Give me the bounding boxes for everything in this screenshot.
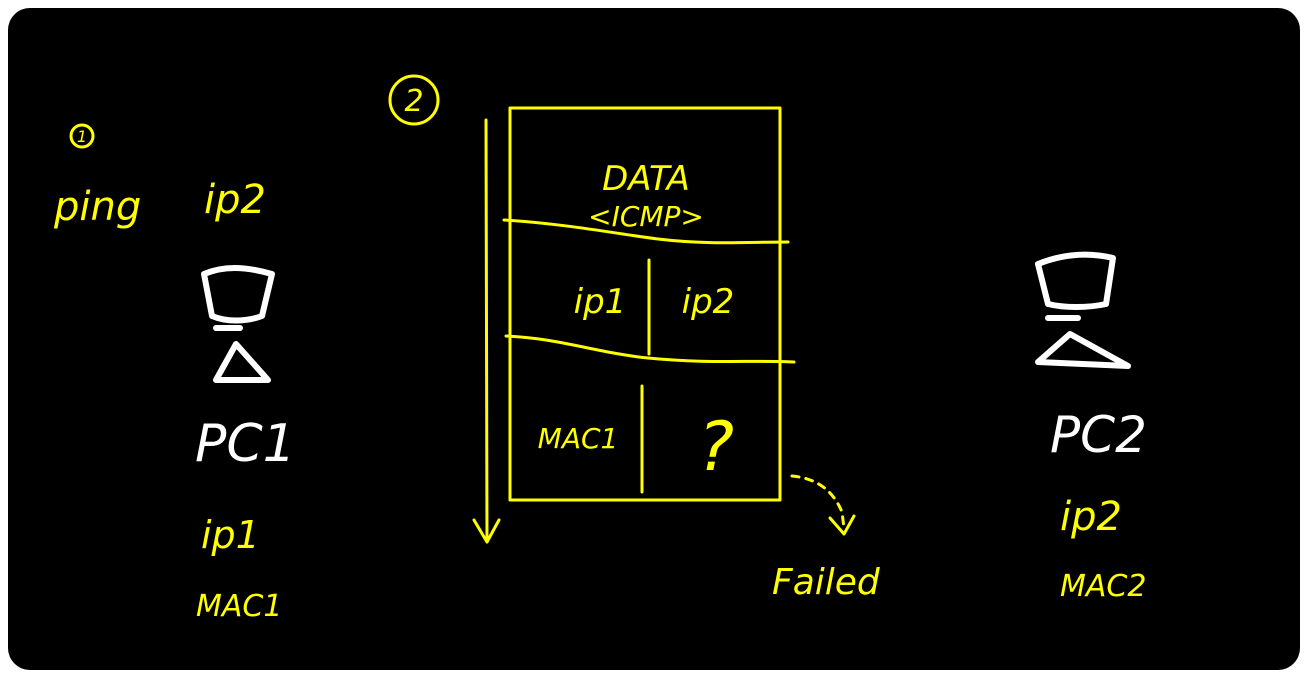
step-2-group: 2 xyxy=(388,74,440,126)
ping-command: ping xyxy=(53,184,141,230)
pc1-group: PC1 ip1 MAC1 xyxy=(195,265,296,624)
whiteboard-canvas: 1 ping ip2 PC1 ip1 MAC1 2 DATA <ICMP> ip… xyxy=(8,8,1300,670)
header-divider-2 xyxy=(504,334,796,364)
step-1-number: 1 xyxy=(77,127,87,146)
failed-label: Failed xyxy=(772,562,881,603)
src-mac-field: MAC1 xyxy=(538,422,619,455)
send-direction-arrow xyxy=(472,118,501,544)
step-1-circle xyxy=(69,123,95,149)
ping-target: ip2 xyxy=(204,177,266,223)
failed-arrow xyxy=(790,474,846,530)
pc2-mac: MAC2 xyxy=(1060,569,1146,604)
dst-mac-unknown: ? xyxy=(698,408,734,487)
pc1-label: PC1 xyxy=(195,414,296,474)
pc2-ip: ip2 xyxy=(1060,494,1122,540)
packet-box xyxy=(508,106,782,502)
step-2-number: 2 xyxy=(404,84,423,119)
pc1-mac: MAC1 xyxy=(196,589,282,624)
header-divider-1 xyxy=(502,218,790,245)
computer-icon xyxy=(1035,251,1131,369)
packet-frame: DATA <ICMP> ip1 ip2 MAC1 ? xyxy=(502,106,796,502)
step-1-group: 1 ping ip2 xyxy=(53,123,266,230)
pc1-ip: ip1 xyxy=(201,513,260,557)
computer-icon xyxy=(201,265,275,383)
failed-annotation: Failed xyxy=(772,474,881,603)
src-ip-field: ip1 xyxy=(574,282,627,322)
pc2-label: PC2 xyxy=(1050,406,1147,464)
payload-protocol: <ICMP> xyxy=(588,200,704,233)
pc2-group: PC2 ip2 MAC2 xyxy=(1035,251,1147,604)
step-2-circle xyxy=(388,74,440,126)
diagram: 1 ping ip2 PC1 ip1 MAC1 2 DATA <ICMP> ip… xyxy=(53,74,1147,624)
dst-ip-field: ip2 xyxy=(682,282,735,322)
payload-title: DATA xyxy=(602,159,690,199)
